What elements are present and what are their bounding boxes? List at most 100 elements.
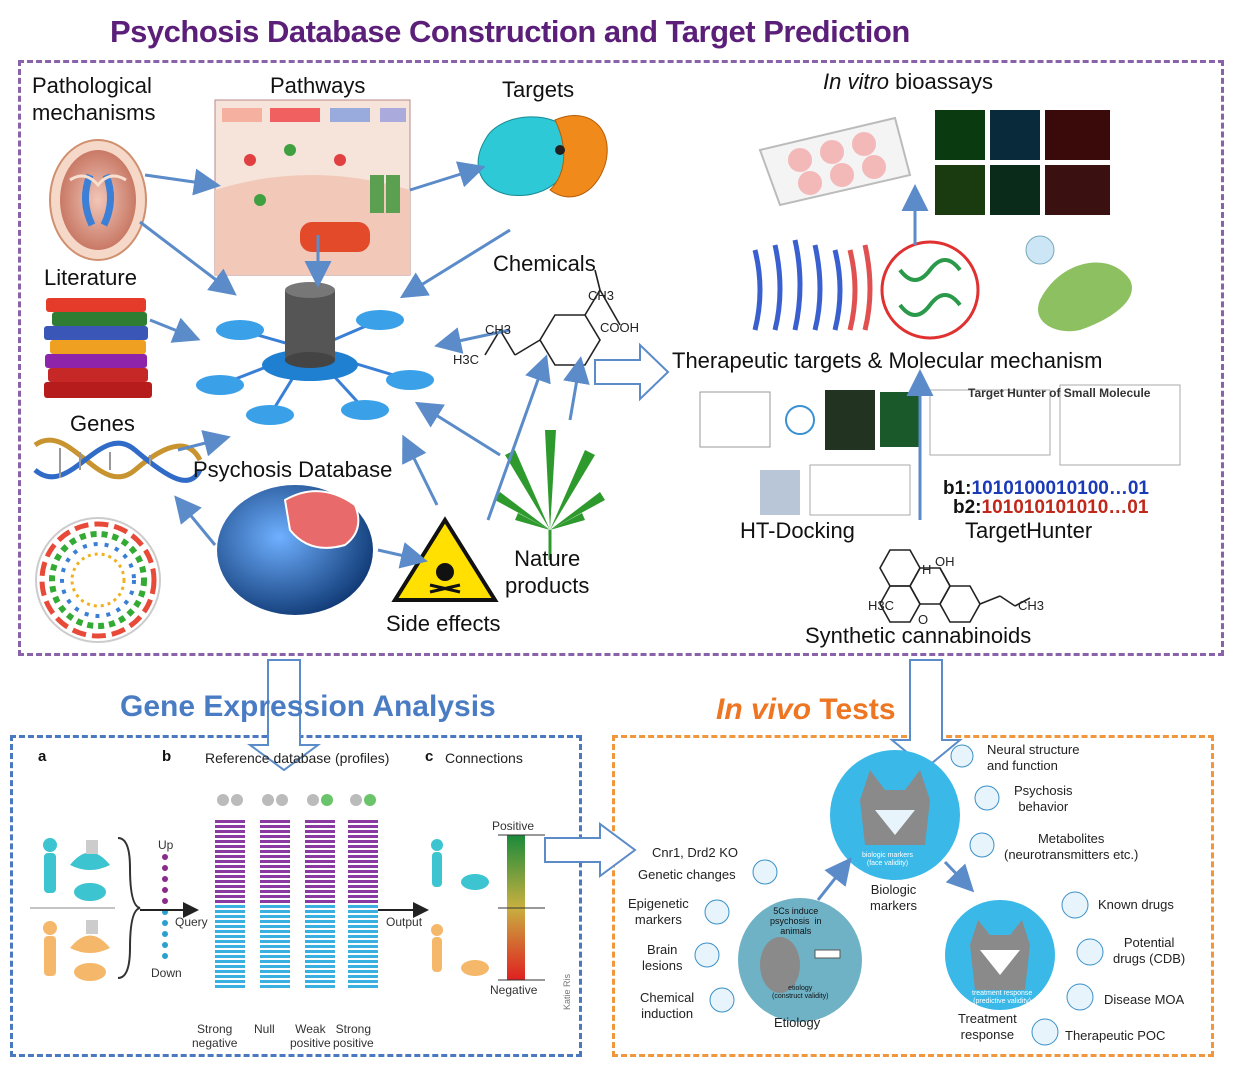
profile-stripe — [260, 985, 290, 988]
in-vivo-rest: Tests — [811, 693, 896, 726]
profile-stripe — [260, 895, 290, 898]
invivo-right-item-3: Therapeutic POC — [1065, 1028, 1166, 1043]
profile-stripe — [305, 890, 335, 893]
profile-stripe — [348, 970, 378, 973]
profile-stripe — [215, 970, 245, 973]
in-vitro-label: In vitro bioassays — [823, 68, 993, 95]
profile-stripe — [215, 965, 245, 968]
profile-stripe — [260, 905, 290, 908]
profile-stripe — [305, 960, 335, 963]
fingerprint-b1: b1:1010100010100…01 — [943, 478, 1150, 499]
profile-stripe — [260, 845, 290, 848]
ch3-label-2: CH3 — [485, 322, 512, 337]
gene-query-figures — [30, 837, 141, 981]
profile-stripe — [348, 910, 378, 913]
profile-stripe — [215, 925, 245, 928]
column-label-strong-negative: Strong negative — [192, 1022, 238, 1050]
profile-stripe — [215, 850, 245, 853]
profile-stripe — [348, 915, 378, 918]
synthetic-cannabinoids-label: Synthetic cannabinoids — [805, 623, 1032, 648]
invivo-right-item-0: Known drugs — [1098, 897, 1174, 912]
profile-stripe — [348, 985, 378, 988]
profile-stripe — [305, 975, 335, 978]
profile-stripe — [305, 980, 335, 983]
profile-stripe — [215, 935, 245, 938]
profile-stripe — [305, 845, 335, 848]
profile-stripe — [215, 860, 245, 863]
profile-stripe — [260, 825, 290, 828]
invivo-top-item-2: Metabolites (neurotransmitters etc.) — [1004, 831, 1139, 862]
profile-stripe — [215, 920, 245, 923]
in-vivo-italic: In vivo — [716, 693, 812, 726]
profile-stripe — [348, 925, 378, 928]
treatment-response-label: Treatment response — [958, 1011, 1017, 1042]
profile-stripe — [260, 915, 290, 918]
profile-stripe — [348, 825, 378, 828]
connection-gradient-bar — [498, 834, 545, 981]
profile-stripe — [260, 925, 290, 928]
panel-c-label: c — [425, 748, 434, 765]
profile-stripe — [348, 880, 378, 883]
profile-stripe — [215, 975, 245, 978]
profile-stripe — [305, 880, 335, 883]
invivo-left-item-3: Brain lesions — [642, 942, 683, 973]
profile-stripe — [348, 820, 378, 823]
profile-stripe — [348, 920, 378, 923]
ht-docking-label: HT-Docking — [740, 518, 855, 543]
profile-stripe — [215, 910, 245, 913]
profile-stripe — [305, 860, 335, 863]
profile-stripe — [348, 850, 378, 853]
block-arrow-to-targets — [594, 342, 670, 402]
profile-stripe — [348, 935, 378, 938]
profile-stripe — [215, 865, 245, 868]
connections-label: Connections — [445, 750, 523, 766]
protein-target-image — [477, 115, 608, 198]
cannabinoid-structure — [879, 549, 1031, 623]
cooh-label: COOH — [600, 320, 639, 335]
profile-stripe — [215, 985, 245, 988]
chemicals-label: Chemicals — [493, 251, 596, 276]
profile-stripe — [305, 850, 335, 853]
in-vivo-title: In vivo Tests — [716, 693, 896, 727]
profile-stripe — [260, 820, 290, 823]
database-frame — [18, 60, 1224, 656]
compound-bead — [364, 794, 376, 806]
profile-stripe — [305, 970, 335, 973]
profile-stripe — [305, 900, 335, 903]
reference-database-label: Reference database (profiles) — [205, 750, 390, 766]
nature-products-label: Nature products — [505, 546, 590, 598]
profile-stripe — [348, 975, 378, 978]
invivo-left-item-4: Chemical induction — [640, 990, 695, 1021]
profile-stripe — [260, 945, 290, 948]
etiology-circle-label: 5Cs induce psychosis in animals — [770, 906, 822, 936]
pathological-mechanisms-label: Pathological mechanisms — [32, 73, 156, 125]
target-hunter-small-label: Target Hunter of Small Molecule — [968, 386, 1151, 400]
profile-stripe — [260, 975, 290, 978]
profile-stripe — [348, 900, 378, 903]
in-vitro-rest: bioassays — [889, 69, 993, 94]
up-label: Up — [158, 838, 174, 852]
profile-stripe — [348, 905, 378, 908]
profile-stripe — [305, 825, 335, 828]
profile-stripe — [348, 950, 378, 953]
profile-stripe — [305, 950, 335, 953]
biologic-markers-circle — [830, 750, 960, 880]
side-effects-label: Side effects — [386, 611, 501, 636]
fingerprint-b2: b2:101010101010…01 — [953, 497, 1149, 518]
profile-columns — [215, 794, 378, 988]
profile-stripe — [260, 880, 290, 883]
circos-plot-image — [35, 517, 161, 643]
profile-stripe — [215, 930, 245, 933]
profile-stripe — [348, 890, 378, 893]
block-arrow-to-invivo — [889, 659, 963, 770]
profile-stripe — [305, 840, 335, 843]
profile-stripe — [305, 870, 335, 873]
h-label: H — [922, 562, 932, 577]
negative-label: Negative — [490, 983, 538, 997]
profile-stripe — [260, 900, 290, 903]
head-brain-image — [217, 485, 373, 615]
profile-stripe — [305, 955, 335, 958]
profile-stripe — [348, 840, 378, 843]
profile-stripe — [260, 850, 290, 853]
